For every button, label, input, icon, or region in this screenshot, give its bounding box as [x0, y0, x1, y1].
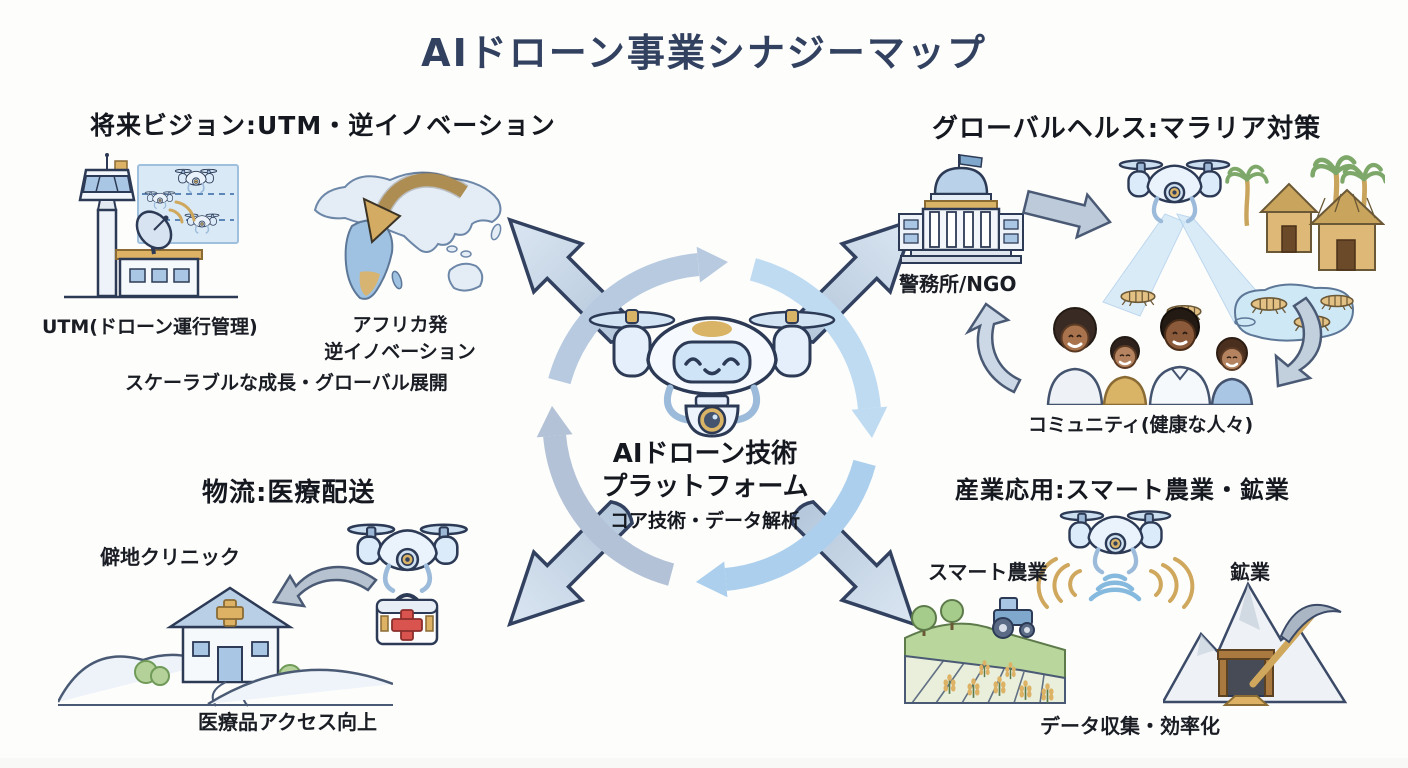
arrow-drone-to-clinic: [272, 565, 378, 608]
malaria-spraying-scene: [1102, 152, 1385, 342]
utm-control-tower-illustration: [64, 153, 239, 299]
hut-icon: [1308, 188, 1385, 271]
father-figure: [1148, 307, 1212, 405]
drone-eyes: [684, 357, 740, 366]
medical-cross-icon: [216, 599, 244, 627]
heading-global-health: グローバルヘルス:マラリア対策: [932, 114, 1322, 144]
heading-future-vision: 将来ビジョン:UTM・逆イノベーション: [90, 111, 556, 140]
mining-illustration: [1163, 581, 1348, 706]
tractor-icon: [992, 597, 1035, 639]
caption-future-vision: スケーラブルな成長・グローバル展開: [125, 372, 448, 394]
hill: [207, 668, 393, 706]
tree-icon: [911, 605, 937, 636]
drone-face-screen: [672, 340, 752, 384]
caption-industry: データ収集・効率化: [1040, 714, 1220, 738]
palm-tree-icon: [1227, 167, 1267, 226]
dome: [933, 166, 989, 196]
spray-beam-left: [1102, 213, 1186, 317]
spraying-drone-icon: [1120, 160, 1229, 221]
arrow-family-to-building: [964, 302, 1022, 394]
caption-logistics: 医療品アクセス向上: [198, 710, 377, 734]
first-aid-kit-icon: [375, 593, 439, 646]
label-agriculture: スマート農業: [928, 560, 1048, 584]
label-africa-line2: 逆イノベーション: [324, 341, 476, 363]
bottom-edge-band: [0, 758, 1408, 768]
bush-icon: [134, 660, 170, 686]
label-community: コミュニティ(健康な人々): [1028, 414, 1254, 436]
smart-farm-illustration: [904, 597, 1066, 704]
hub-title-line2: プラットフォーム: [601, 471, 809, 502]
australia-landmass: [447, 262, 484, 292]
signal-waves-blue: [1088, 573, 1142, 602]
ai-drone-mascot-icon: [588, 309, 836, 438]
label-org: 警務所/NGO: [899, 272, 1017, 296]
remote-clinic-illustration: [58, 586, 393, 707]
signal-waves-gold-right: [1149, 557, 1195, 609]
label-africa-line1: アフリカ発: [352, 314, 448, 336]
scanning-drone-illustration: [1036, 505, 1195, 609]
hub-title-line1: AIドローン技術: [612, 439, 798, 469]
heading-logistics: 物流:医療配送: [202, 478, 376, 508]
delivery-drone-illustration: [325, 518, 490, 646]
satellite-dish-icon: [135, 200, 196, 255]
label-utm: UTM(ドローン運行管理): [42, 316, 258, 338]
hut-icon: [1258, 182, 1320, 253]
son-figure: [1102, 336, 1148, 405]
clinic-house: [165, 586, 295, 684]
world-map-illustration: [313, 171, 502, 300]
reverse-innovation-arrow: [378, 173, 468, 212]
drone-smile: [703, 368, 721, 376]
mine-entrance: [1217, 649, 1275, 706]
delivery-drone-icon: [348, 525, 466, 591]
mother-figure: [1046, 307, 1104, 405]
daughter-figure: [1210, 337, 1254, 405]
government-building-illustration: [898, 154, 1024, 264]
tree-icon: [940, 599, 964, 630]
mountain: [1163, 581, 1348, 704]
heading-industry: 産業応用:スマート農業・鉱業: [955, 476, 1290, 504]
center-hub-illustration: [507, 217, 917, 627]
label-mining: 鉱業: [1230, 560, 1270, 584]
hub-title: AIドローン技術 プラットフォーム: [575, 438, 835, 503]
healthy-family-illustration: [1046, 307, 1254, 405]
page-title: AIドローン事業シナジーマップ: [421, 31, 987, 75]
signal-waves-gold-left: [1036, 557, 1082, 609]
circular-synergy-arrows-icon: [536, 246, 888, 598]
label-africa: アフリカ発 逆イノベーション: [320, 310, 480, 364]
flag-icon: [959, 154, 983, 168]
arrow-village-to-family: [1274, 296, 1323, 388]
hub-subtitle: コア技術・データ解析: [609, 510, 800, 532]
arrow-building-to-drone: [1022, 189, 1113, 240]
label-clinic: 僻地クリニック: [100, 545, 240, 569]
scanning-drone-icon: [1061, 511, 1170, 572]
pickaxe-icon: [1249, 603, 1342, 688]
